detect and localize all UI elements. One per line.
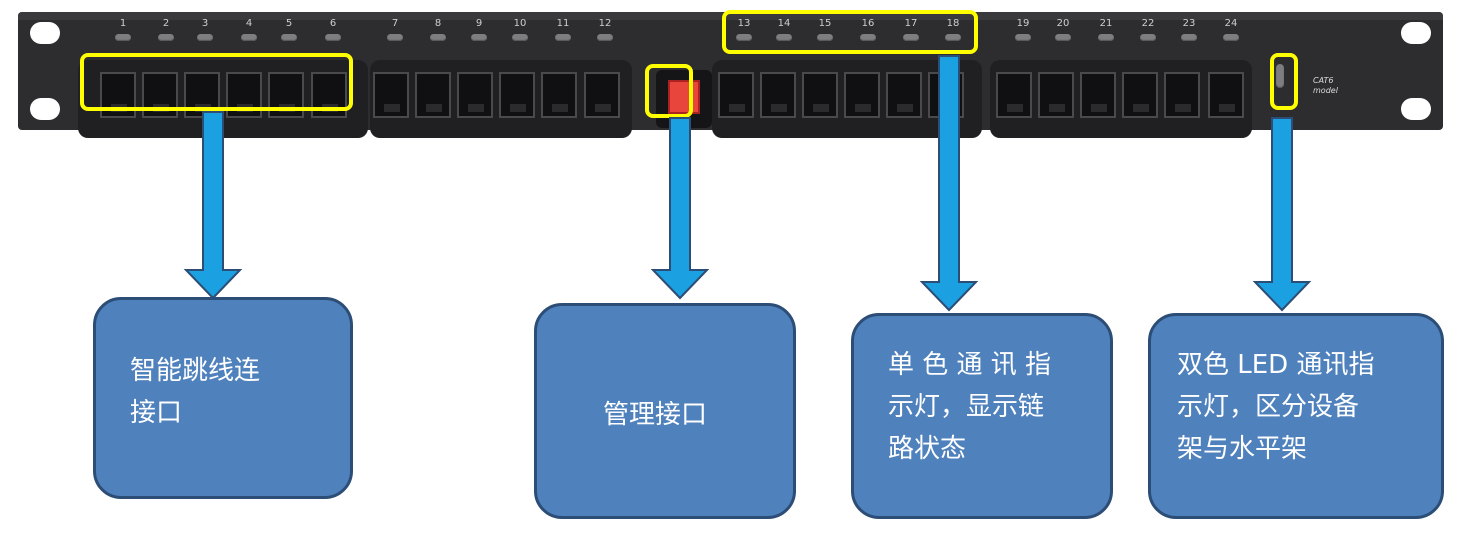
rj45-port <box>1080 72 1116 118</box>
rj45-port <box>541 72 577 118</box>
status-led <box>1140 34 1156 41</box>
port-number-label: 11 <box>556 18 570 29</box>
callout-management: 管理接口 <box>534 303 796 519</box>
port-number-label: 10 <box>513 18 527 29</box>
panel-top-lip <box>18 12 1443 20</box>
status-led <box>281 34 297 41</box>
port-number-label: 21 <box>1099 18 1113 29</box>
status-led <box>325 34 341 41</box>
port-number-label: 1 <box>119 18 127 29</box>
status-led <box>115 34 131 41</box>
rj45-port <box>1038 72 1074 118</box>
callout-line: 接口 <box>130 398 183 428</box>
arrow-dual-led <box>1252 117 1312 312</box>
rj45-port <box>802 72 838 118</box>
callout-line: 示灯，显示链 <box>888 392 1045 422</box>
callout-dual-led: 双色 LED 通讯指 示灯，区分设备 架与水平架 <box>1148 313 1444 519</box>
brand-mark: CAT6 model <box>1313 76 1338 96</box>
status-led <box>1181 34 1197 41</box>
status-led <box>776 34 792 41</box>
status-led <box>197 34 213 41</box>
mounting-hole <box>30 98 60 120</box>
status-led <box>817 34 833 41</box>
port-number-label: 19 <box>1016 18 1030 29</box>
callout-line: 示灯，区分设备 <box>1177 392 1360 422</box>
port-number-label: 9 <box>475 18 483 29</box>
status-led <box>1223 34 1239 41</box>
arrow-patch <box>183 111 243 300</box>
mounting-hole <box>30 22 60 44</box>
port-number-label: 18 <box>946 18 960 29</box>
rj45-port <box>1122 72 1158 118</box>
status-led <box>512 34 528 41</box>
rj45-port <box>1164 72 1200 118</box>
callout-line: 管理接口 <box>603 400 708 430</box>
port-number-label: 16 <box>861 18 875 29</box>
brand-line: model <box>1313 86 1338 95</box>
status-led <box>736 34 752 41</box>
rj45-port <box>1208 72 1244 118</box>
highlight-management-port <box>645 64 693 118</box>
port-number-label: 14 <box>777 18 791 29</box>
port-number-label: 23 <box>1182 18 1196 29</box>
highlight-patch-ports <box>80 53 353 111</box>
port-number-label: 6 <box>329 18 337 29</box>
rj45-port <box>718 72 754 118</box>
mounting-hole <box>1401 98 1431 120</box>
status-led <box>597 34 613 41</box>
status-led <box>945 34 961 41</box>
callout-line: 路状态 <box>888 434 967 464</box>
rj45-port <box>584 72 620 118</box>
arrow-management <box>650 117 710 300</box>
port-number-label: 2 <box>162 18 170 29</box>
port-number-label: 8 <box>434 18 442 29</box>
rj45-port <box>760 72 796 118</box>
port-number-label: 7 <box>391 18 399 29</box>
port-number-label: 3 <box>201 18 209 29</box>
port-number-label: 20 <box>1056 18 1070 29</box>
rj45-port <box>373 72 409 118</box>
callout-line: 架与水平架 <box>1177 434 1308 464</box>
rj45-port <box>886 72 922 118</box>
status-led <box>387 34 403 41</box>
status-led <box>903 34 919 41</box>
rj45-port <box>996 72 1032 118</box>
callout-line: 双色 LED 通讯指 <box>1177 350 1375 380</box>
status-led <box>430 34 446 41</box>
highlight-single-leds <box>722 10 978 54</box>
status-led <box>555 34 571 41</box>
status-led <box>1015 34 1031 41</box>
dual-color-led <box>1276 64 1284 88</box>
mounting-hole <box>1401 22 1431 44</box>
brand-line: CAT6 <box>1313 76 1334 85</box>
port-number-label: 15 <box>818 18 832 29</box>
port-number-label: 24 <box>1224 18 1238 29</box>
status-led <box>1055 34 1071 41</box>
port-number-label: 22 <box>1141 18 1155 29</box>
callout-single-led: 单 色 通 讯 指 示灯，显示链 路状态 <box>851 313 1113 519</box>
management-port <box>668 80 700 114</box>
port-number-label: 13 <box>737 18 751 29</box>
rj45-port <box>499 72 535 118</box>
rj45-port <box>415 72 451 118</box>
callout-smart-patch: 智能跳线连 接口 <box>93 297 353 499</box>
status-led <box>241 34 257 41</box>
rj45-port <box>844 72 880 118</box>
port-number-label: 12 <box>598 18 612 29</box>
callout-line: 单 色 通 讯 指 <box>888 350 1052 380</box>
status-led <box>860 34 876 41</box>
port-number-label: 5 <box>285 18 293 29</box>
status-led <box>471 34 487 41</box>
arrow-single-led <box>919 55 979 312</box>
callout-line: 智能跳线连 <box>130 356 261 386</box>
port-number-label: 4 <box>245 18 253 29</box>
status-led <box>1098 34 1114 41</box>
status-led <box>158 34 174 41</box>
rj45-port <box>457 72 493 118</box>
port-number-label: 17 <box>904 18 918 29</box>
highlight-dual-led <box>1270 53 1298 110</box>
